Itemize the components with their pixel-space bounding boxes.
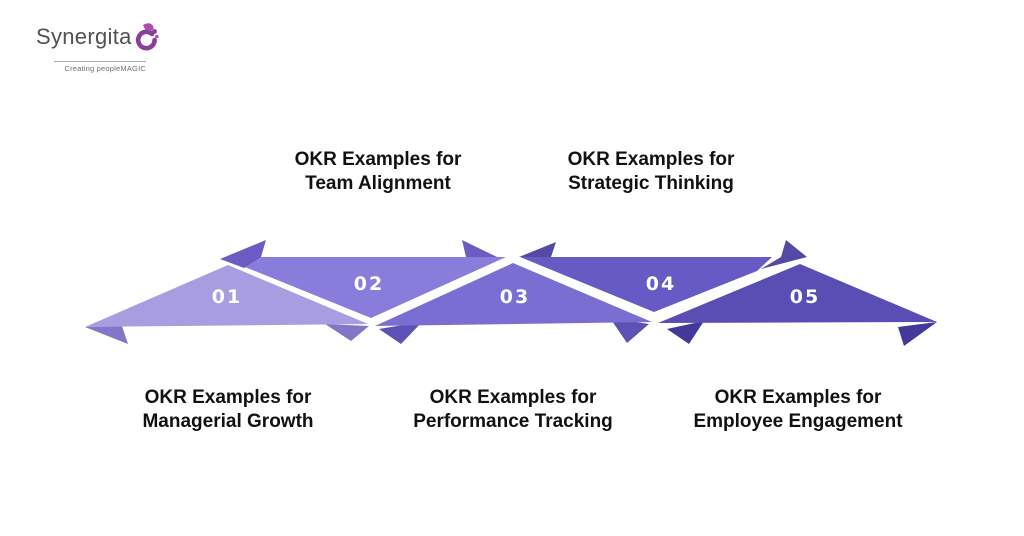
- valley-1-right-barb: [379, 322, 422, 344]
- crossing-2-left-barb: [462, 240, 497, 257]
- label-strategic-thinking: OKR Examples for Strategic Thinking: [501, 148, 801, 196]
- valley-1-left-barb: [325, 324, 369, 341]
- step-number-01: 01: [212, 286, 242, 308]
- arrow-04-body: [520, 257, 772, 312]
- label-line2: Performance Tracking: [413, 411, 613, 432]
- label-line2: Team Alignment: [305, 173, 451, 194]
- step-number-03: 03: [500, 286, 530, 308]
- label-line1: OKR Examples for: [144, 387, 312, 408]
- label-performance-tracking: OKR Examples for Performance Tracking: [363, 386, 663, 434]
- label-line1: OKR Examples for: [294, 149, 462, 170]
- label-line2: Employee Engagement: [693, 411, 903, 432]
- arrow-01-tip-fold: [85, 326, 128, 344]
- label-team-alignment: OKR Examples for Team Alignment: [228, 148, 528, 196]
- step-number-04: 04: [646, 273, 676, 295]
- label-line1: OKR Examples for: [567, 149, 735, 170]
- step-number-05: 05: [790, 286, 820, 308]
- brand-swirl-icon: [133, 22, 159, 59]
- brand-tagline: Creating peopleMAGIC: [64, 64, 146, 73]
- label-managerial-growth: OKR Examples for Managerial Growth: [78, 386, 378, 434]
- step-number-02: 02: [354, 273, 384, 295]
- label-line1: OKR Examples for: [714, 387, 882, 408]
- arrow-01-body: [85, 265, 368, 327]
- arrow-03-body: [375, 263, 652, 326]
- label-line1: OKR Examples for: [429, 387, 597, 408]
- arrow-05-tip-fold: [898, 322, 937, 346]
- label-line2: Managerial Growth: [142, 411, 314, 432]
- arrow-02-head: [220, 240, 266, 268]
- label-line2: Strategic Thinking: [568, 173, 734, 194]
- brand-logo: Synergita Creating peopleMAGIC: [36, 22, 159, 73]
- arrow-04-head: [761, 240, 807, 269]
- logo-divider: [54, 61, 146, 62]
- crossing-2-right-barb: [519, 242, 556, 257]
- brand-name: Synergita: [36, 24, 132, 49]
- valley-3-left-barb: [610, 318, 649, 343]
- valley-3-right-barb: [667, 321, 704, 344]
- arrow-02-body: [235, 257, 506, 318]
- arrow-05-body: [658, 264, 937, 323]
- label-employee-engagement: OKR Examples for Employee Engagement: [648, 386, 948, 434]
